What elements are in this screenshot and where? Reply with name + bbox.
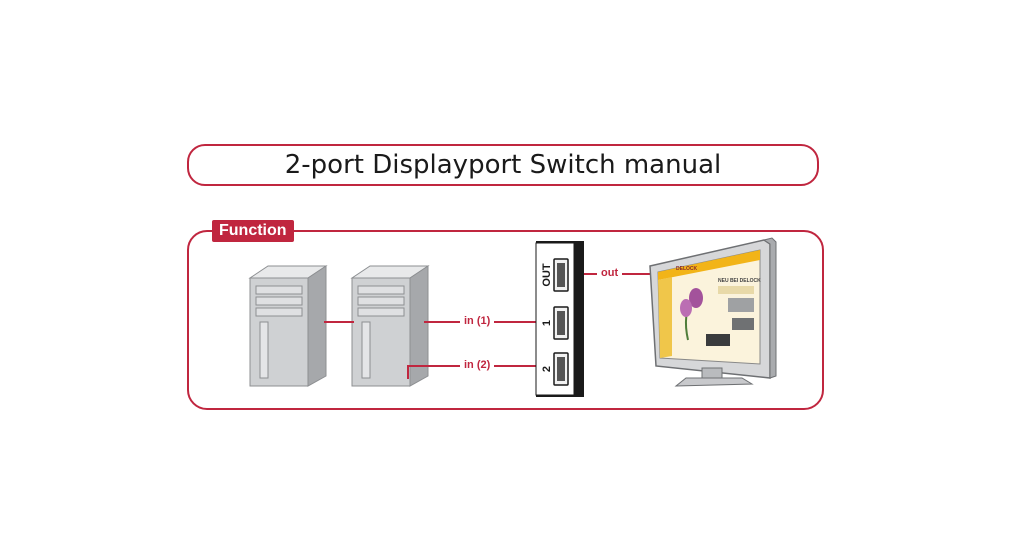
monitor-screen-brand: DELOCK bbox=[676, 266, 698, 272]
connection-label-in2: in (2) bbox=[460, 359, 495, 371]
connection-label-out: out bbox=[597, 267, 623, 279]
section-label: Function bbox=[212, 220, 294, 242]
switch-port-label-1: 1 bbox=[541, 320, 553, 326]
monitor-icon: NEU BEI DELOCK DELOCK bbox=[649, 237, 777, 387]
monitor-screen-headline: NEU BEI DELOCK bbox=[718, 278, 761, 284]
title-box: 2-port Displayport Switch manual bbox=[187, 144, 819, 186]
wire-tower1-to-in1 bbox=[324, 321, 354, 323]
computer-tower-2-icon bbox=[350, 265, 430, 387]
switch-port-label-out: OUT bbox=[541, 263, 553, 287]
page-title: 2-port Displayport Switch manual bbox=[284, 150, 722, 180]
connection-label-in1: in (1) bbox=[460, 315, 495, 327]
wire-in2-vertical bbox=[407, 365, 409, 379]
computer-tower-1-icon bbox=[248, 265, 328, 387]
switch-port-label-2: 2 bbox=[541, 366, 553, 372]
displayport-switch-icon: OUT 1 2 bbox=[535, 241, 584, 397]
function-frame bbox=[187, 230, 824, 410]
